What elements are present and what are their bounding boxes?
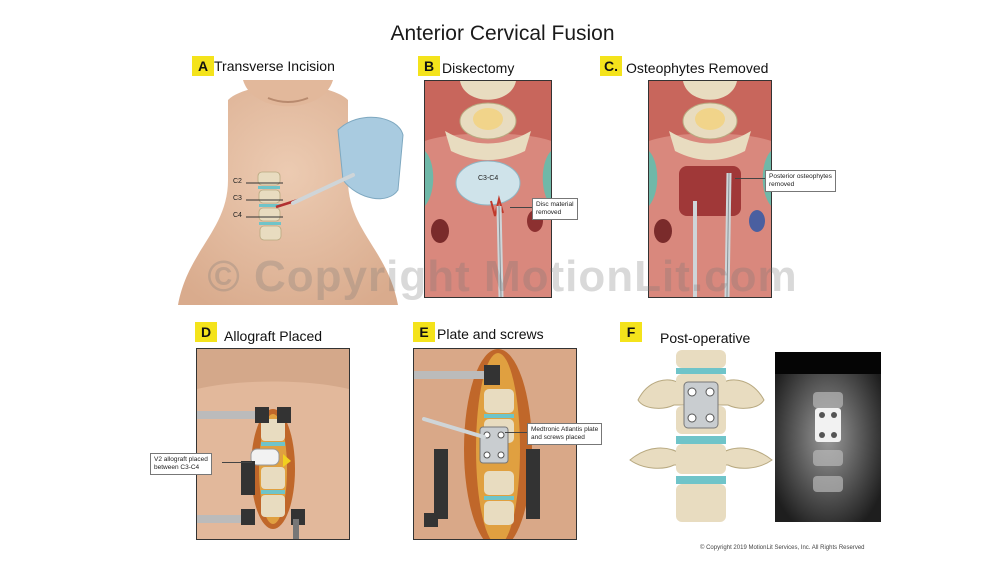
osteophytes-cross-section-illustration bbox=[649, 81, 771, 297]
disc-level-label: C3-C4 bbox=[478, 175, 499, 182]
osteophyte-callout-line-1: Posterior osteophytes bbox=[769, 173, 832, 180]
osteophyte-callout-line-2: removed bbox=[769, 181, 795, 188]
panel-d-label: Allograft Placed bbox=[224, 328, 323, 344]
osteophytes-panel bbox=[648, 80, 772, 298]
plate-callout-line-1: Medtronic Atlantis plate bbox=[531, 426, 599, 433]
plate-callout-line-2: and screws placed bbox=[531, 434, 585, 441]
panel-b-label: Diskectomy bbox=[442, 60, 515, 76]
post-operative-xray-image bbox=[775, 352, 881, 522]
copyright-notice: © Copyright 2019 MotionLit Services, Inc… bbox=[700, 545, 865, 551]
allograft-callout-leader bbox=[222, 462, 252, 463]
panel-f-badge: F bbox=[620, 322, 642, 342]
plate-callout-leader bbox=[505, 432, 527, 433]
osteophyte-callout-leader bbox=[735, 178, 765, 179]
panel-c-badge: C. bbox=[600, 56, 622, 76]
osteophytes-callout: Posterior osteophytes removed bbox=[765, 170, 836, 192]
transverse-incision-illustration bbox=[178, 80, 404, 305]
allograft-panel bbox=[196, 348, 350, 540]
diskectomy-cross-section-illustration bbox=[425, 81, 551, 297]
level-label-c4: C4 bbox=[233, 212, 242, 219]
panel-a-badge: A bbox=[192, 56, 214, 76]
allograft-placed-illustration bbox=[197, 349, 349, 539]
disc-callout-leader bbox=[510, 207, 532, 208]
level-label-c2: C2 bbox=[233, 178, 242, 185]
panel-a-label: Transverse Incision bbox=[214, 58, 335, 74]
panel-f-label: Post-operative bbox=[660, 330, 751, 346]
plate-screws-callout: Medtronic Atlantis plate and screws plac… bbox=[527, 423, 603, 445]
copyright-watermark: © Copyright MotionLit.com bbox=[207, 252, 798, 301]
figure-title: Anterior Cervical Fusion bbox=[390, 22, 615, 45]
post-operative-spine-illustration bbox=[629, 350, 773, 522]
level-label-c3: C3 bbox=[233, 195, 242, 202]
diskectomy-panel bbox=[424, 80, 552, 298]
disc-callout-line-1: Disc material bbox=[536, 201, 574, 208]
disc-material-callout: Disc material removed bbox=[532, 198, 578, 220]
panel-c-label: Osteophytes Removed bbox=[626, 60, 769, 76]
disc-callout-line-2: removed bbox=[536, 209, 562, 216]
panel-b-badge: B bbox=[418, 56, 440, 76]
allograft-callout-line-1: V2 allograft placed bbox=[154, 456, 208, 463]
allograft-callout: V2 allograft placed between C3-C4 bbox=[150, 453, 212, 475]
panel-e-label: Plate and screws bbox=[437, 326, 544, 342]
panel-d-badge: D bbox=[195, 322, 217, 342]
allograft-callout-line-2: between C3-C4 bbox=[154, 464, 200, 471]
panel-e-badge: E bbox=[413, 322, 435, 342]
